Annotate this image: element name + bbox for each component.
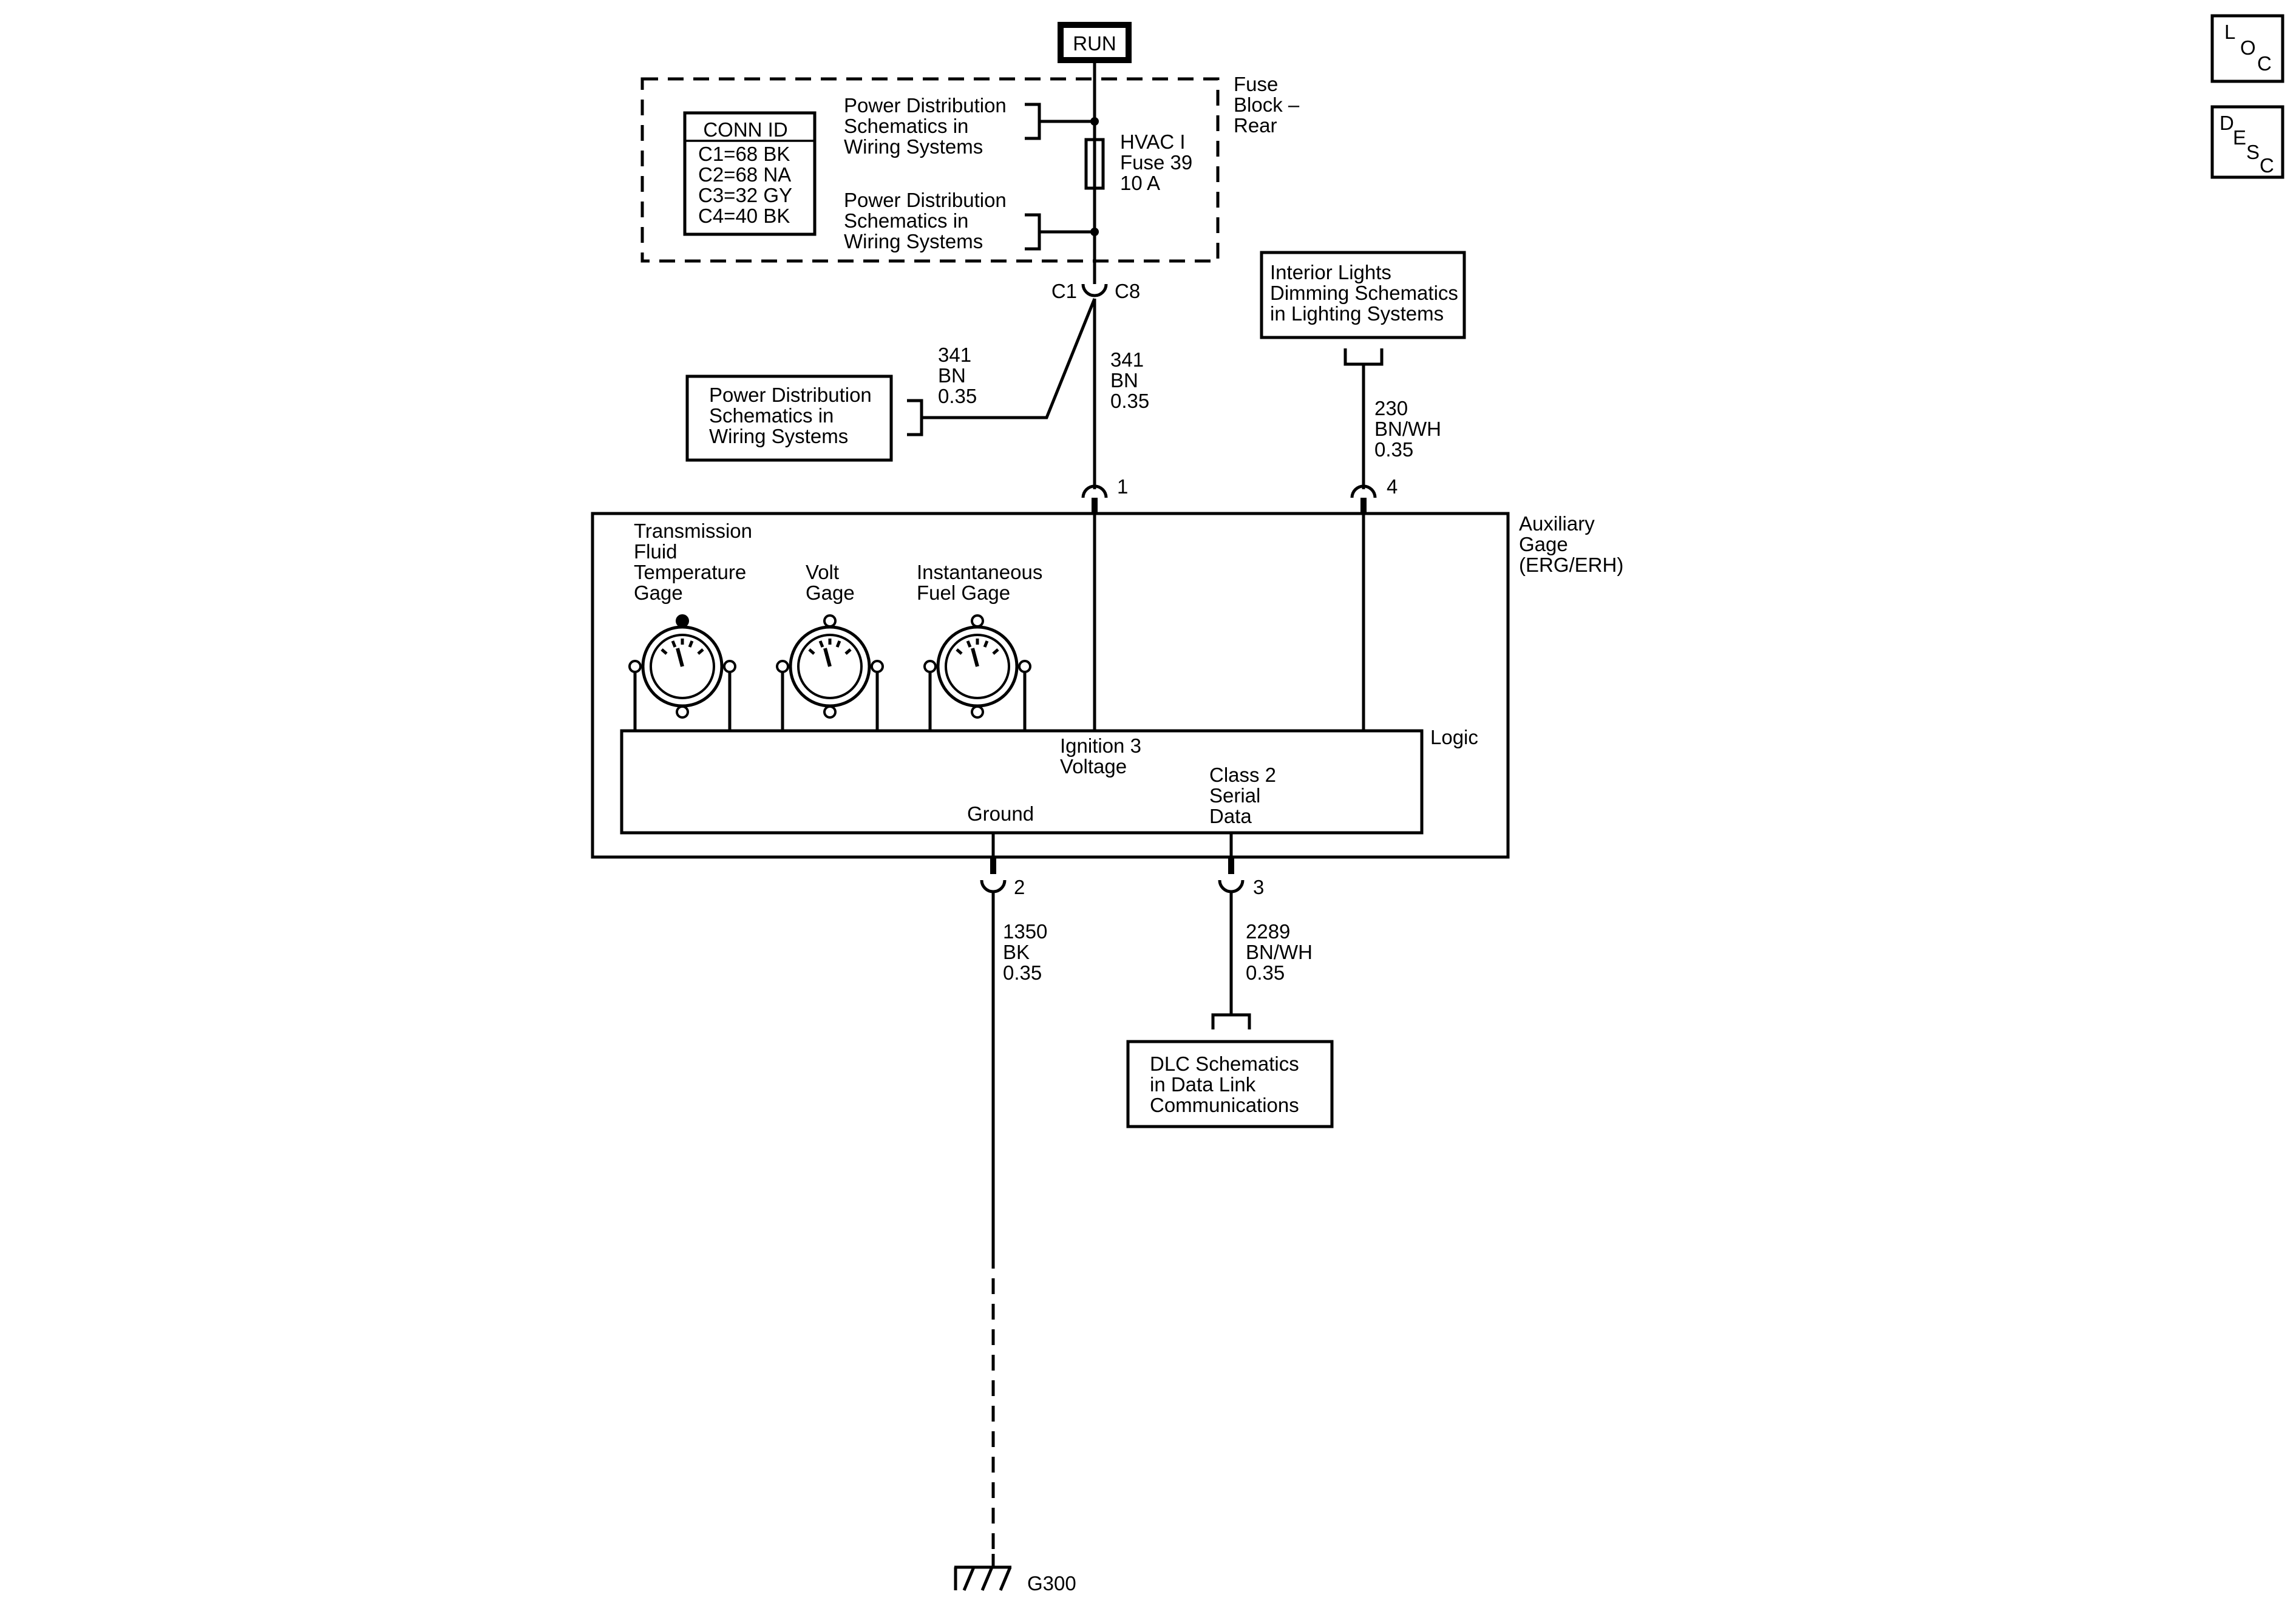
loc-letter: C — [2257, 52, 2272, 75]
logic-block — [620, 729, 1424, 835]
wire-230-label: 230 BN/WH 0.35 — [1374, 397, 1447, 461]
pin-4-connector — [1350, 484, 1377, 498]
ground-g300-icon — [954, 1554, 1012, 1591]
run-label: RUN — [1073, 32, 1116, 55]
conn-id-row: C4=40 BK — [698, 205, 790, 227]
pin-2-connector — [980, 880, 1007, 893]
ground-label: Ground — [967, 802, 1034, 825]
wire-2289-label: 2289 BN/WH 0.35 — [1246, 920, 1318, 984]
pin-3-connector — [1218, 880, 1245, 893]
wire-341-main-label: 341 BN 0.35 — [1110, 348, 1149, 412]
logic-label: Logic — [1430, 726, 1478, 748]
desc-letter: S — [2246, 141, 2260, 163]
pin-1-label: 1 — [1117, 475, 1128, 498]
ref-bottom-bracket — [1025, 213, 1095, 251]
pin-1-connector — [1081, 484, 1108, 498]
pin-2-label: 2 — [1014, 876, 1025, 898]
pin-3-label: 3 — [1253, 876, 1264, 898]
fuel-gage-icon — [923, 614, 1031, 732]
dlc-ref-box[interactable]: DLC Schematics in Data Link Communicatio… — [1150, 1053, 1305, 1116]
volt-gage-label: Volt Gage — [806, 561, 855, 604]
class2-serial-data-label: Class 2 Serial Data — [1209, 764, 1282, 827]
conn-id-table: CONN ID C1=68 BK C2=68 NA C3=32 GY C4=40… — [683, 111, 817, 236]
ref-top-bracket — [1025, 103, 1095, 140]
conn-id-row: C3=32 GY — [698, 184, 792, 206]
desc-button[interactable]: D E S C — [2210, 105, 2284, 179]
ignition-voltage-label: Ignition 3 Voltage — [1060, 734, 1147, 778]
auxiliary-gage-name: Auxiliary Gage (ERG/ERH) — [1519, 512, 1623, 576]
desc-letter: D — [2220, 112, 2234, 134]
wire-341-left — [922, 298, 1096, 419]
volt-gage-icon — [776, 614, 884, 732]
wire-1350-label: 1350 BK 0.35 — [1003, 920, 1053, 984]
loc-button[interactable]: L O C — [2210, 14, 2284, 83]
loc-letter: L — [2224, 21, 2235, 43]
trans-fluid-temp-gage-icon — [628, 614, 736, 732]
loc-letter: O — [2240, 36, 2256, 59]
fuse-block-boundary — [640, 77, 1220, 263]
connector-c1-label: C1 — [1051, 280, 1077, 302]
fuse-block-ref-bottom: Power Distribution Schematics in Wiring … — [844, 189, 1012, 253]
side-ref-bracket — [907, 399, 923, 436]
conn-id-row: C2=68 NA — [698, 163, 791, 186]
conn-id-row: C1=68 BK — [698, 143, 790, 165]
dlc-bracket — [1211, 1013, 1251, 1029]
run-label-box: RUN — [1058, 22, 1132, 63]
fuse-block-ref-top: Power Distribution Schematics in Wiring … — [844, 94, 1012, 158]
wire-341-left-label: 341 BN 0.35 — [938, 344, 977, 407]
pin-4-label: 4 — [1387, 475, 1398, 498]
hvac-fuse-label: HVAC I Fuse 39 10 A — [1120, 131, 1198, 194]
conn-id-title: CONN ID — [703, 118, 787, 141]
ground-g300-label: G300 — [1027, 1572, 1076, 1595]
side-ref-box[interactable]: Power Distribution Schematics in Wiring … — [709, 384, 877, 447]
interior-lights-ref-box[interactable]: Interior Lights Dimming Schematics in Li… — [1270, 261, 1464, 325]
interior-lights-bracket — [1343, 348, 1384, 489]
desc-letter: E — [2233, 126, 2246, 149]
desc-letter: C — [2260, 154, 2274, 177]
connector-c8-label: C8 — [1115, 280, 1140, 302]
connector-c1-c8 — [1081, 283, 1108, 297]
fuel-gage-label: Instantaneous Fuel Gage — [917, 561, 1048, 604]
fuse-block-name: Fuse Block – Rear — [1234, 73, 1305, 137]
trans-fluid-temp-gage-label: Transmission Fluid Temperature Gage — [634, 520, 758, 604]
